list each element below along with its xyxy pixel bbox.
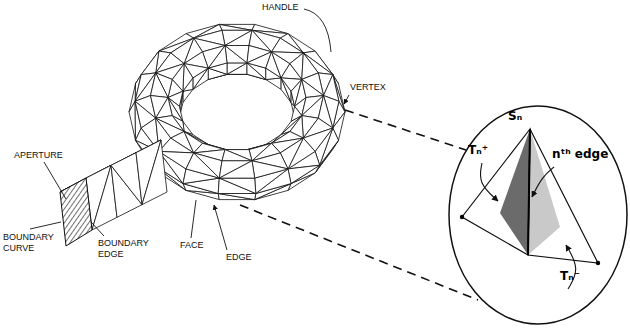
inset-outline (448, 105, 628, 325)
mesh-face (222, 30, 252, 45)
face-leader (191, 200, 196, 238)
inset-label: Sₙ (508, 109, 522, 124)
aperture-leader (44, 162, 66, 199)
mesh-face (194, 153, 222, 178)
mesh-face (142, 140, 167, 205)
zoom-line (240, 205, 478, 300)
mesh-face (218, 178, 256, 193)
pointer-arrow (532, 167, 554, 197)
zoom-inset: SₙTₙ⁺ nᵗʰ edgeTₙ⁻ (448, 105, 628, 325)
mesh-face (141, 51, 159, 75)
part-label: EDGE (226, 252, 252, 263)
handle-leader (304, 9, 331, 52)
mesh-face (252, 161, 288, 178)
boundary-edge-leader (91, 222, 104, 236)
mesh-face (156, 98, 173, 119)
mesh-face (222, 150, 252, 161)
part-label: BOUNDARY EDGE (98, 238, 154, 260)
inset-circle (449, 106, 627, 324)
mesh-face (218, 194, 256, 200)
mesh-face (183, 89, 193, 102)
inset-label: nᵗʰ edge (552, 147, 608, 162)
mesh-face (219, 161, 254, 178)
triangle-plus (462, 129, 530, 255)
part-label: BOUNDARY CURVE (3, 232, 57, 254)
mesh-face (227, 63, 247, 74)
mesh-face (151, 73, 169, 98)
mesh-face (219, 24, 252, 30)
zoom-line (345, 110, 466, 150)
mesh-face (225, 30, 252, 45)
part-label: APERTURE (14, 150, 63, 161)
mesh-face (183, 64, 193, 92)
mesh-face (159, 138, 194, 153)
shared-edge (528, 129, 530, 255)
vertex-dot (460, 215, 464, 219)
mesh-face (272, 38, 304, 53)
mesh-face (227, 63, 247, 74)
vertex-dot (596, 261, 600, 265)
boundary-curve-leader (30, 222, 61, 229)
part-label: VERTEX (350, 82, 386, 93)
mesh-face (219, 24, 254, 30)
part-label: FACE (180, 240, 204, 251)
inset-label: Tₙ⁺ (468, 143, 488, 158)
mesh-face (219, 178, 256, 193)
part-label: HANDLE (262, 2, 299, 13)
mesh-face (302, 79, 324, 97)
pointer-arrow (480, 163, 498, 201)
mesh-face (288, 165, 320, 183)
mesh-face (225, 46, 249, 63)
aperture-hatch (60, 178, 92, 246)
edge-leader (214, 205, 227, 250)
inset-label: Tₙ⁻ (560, 269, 580, 284)
vertex-leader (344, 95, 349, 104)
mesh-face (129, 101, 136, 140)
mesh-face (290, 53, 303, 80)
